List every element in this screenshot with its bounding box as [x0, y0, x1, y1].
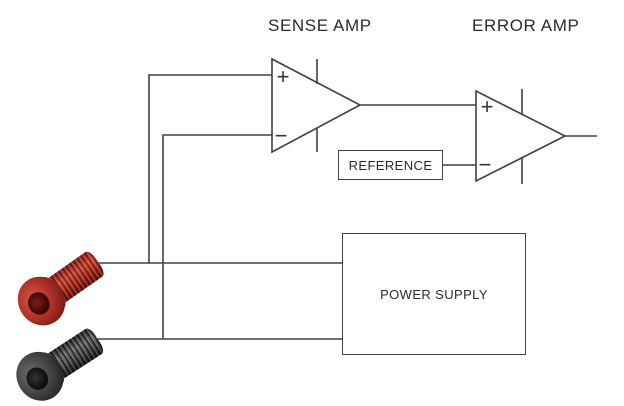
reference-label: REFERENCE	[348, 157, 433, 173]
error-amp-title: ERROR AMP	[472, 16, 580, 35]
reference-block: REFERENCE	[338, 150, 443, 180]
sense-amp-triangle	[271, 57, 362, 154]
error-amp-minus-sign: −	[478, 152, 492, 177]
red-terminal-socket-hole	[23, 288, 55, 319]
wire-sense-inverting-input	[162, 134, 272, 339]
sense-amp-plus-sign: +	[276, 64, 290, 89]
sense-amp-minus-sign: −	[274, 123, 288, 148]
black-terminal-socket-hole	[22, 363, 53, 395]
error-amp-plus-sign: +	[480, 94, 494, 119]
power-supply-block: POWER SUPPLY	[342, 233, 526, 355]
power-supply-label: POWER SUPPLY	[380, 286, 488, 302]
error-amp-triangle	[475, 89, 567, 183]
wire-sense-noninverting-input	[148, 74, 272, 263]
sense-amp-title: SENSE AMP	[268, 16, 372, 35]
